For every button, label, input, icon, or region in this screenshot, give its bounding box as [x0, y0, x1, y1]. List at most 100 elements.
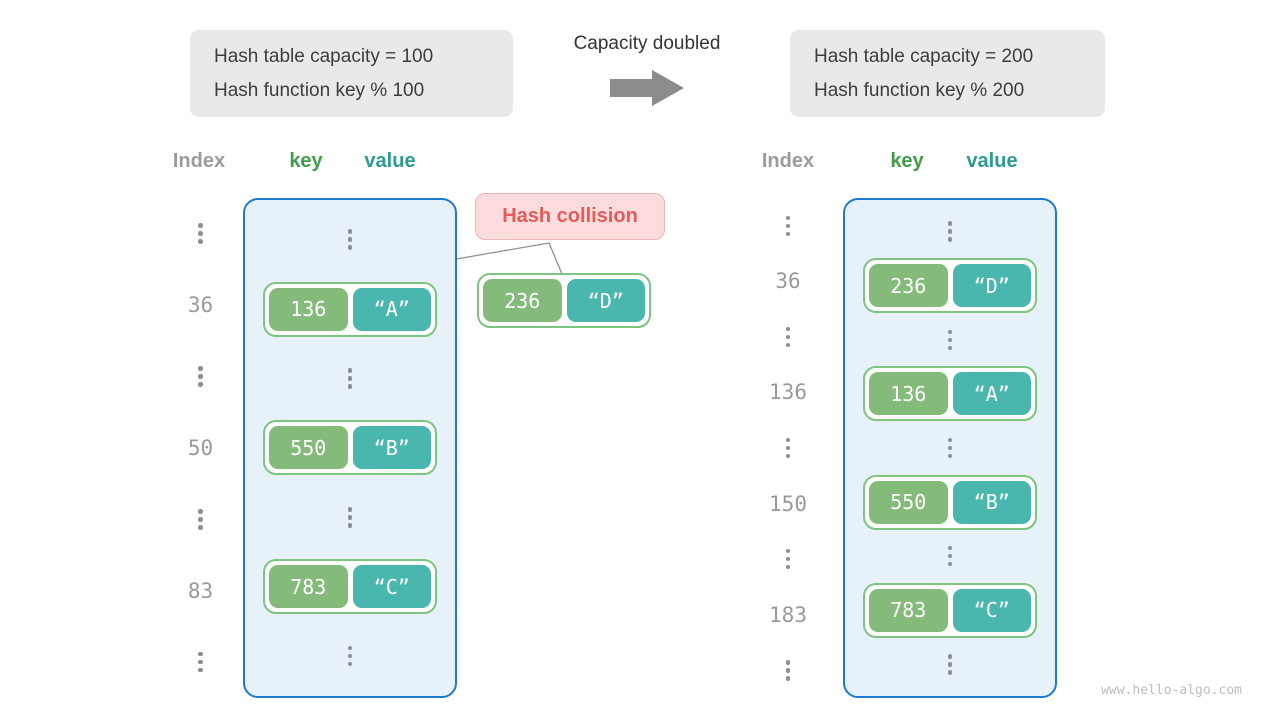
value-box: “D”	[952, 264, 1031, 308]
ellipsis-dots-icon	[198, 509, 203, 530]
header-key: key	[890, 150, 924, 172]
ellipsis-dots-icon	[785, 215, 791, 237]
value-box: “A”	[952, 372, 1031, 416]
ellipsis-dots-icon	[198, 223, 203, 244]
index-value: 36	[775, 269, 801, 294]
value-box: “C”	[952, 588, 1031, 632]
index-slot	[158, 484, 243, 555]
value-box: “B”	[952, 480, 1031, 524]
ellipsis-dots-icon	[347, 507, 353, 528]
bucket-slot: 236 “D”	[845, 258, 1055, 314]
key-box: 550	[869, 480, 948, 524]
index-slot: 136	[741, 365, 835, 421]
key-box: 236	[483, 279, 562, 322]
bucket-slot	[845, 205, 1055, 258]
ellipsis-dots-icon	[785, 326, 791, 348]
note-line: Hash table capacity = 100	[214, 46, 434, 67]
capacity-note-before: Hash table capacity = 100 Hash function …	[190, 30, 513, 117]
index-slot	[741, 531, 835, 587]
index-slot	[158, 341, 243, 412]
index-value: 50	[187, 435, 214, 460]
header-index: Index	[761, 150, 815, 172]
kv-pair: 783 “C”	[863, 582, 1037, 638]
bucket-slot	[245, 622, 455, 691]
kv-pair: 236 “D”	[863, 258, 1037, 314]
header-index: Index	[172, 150, 226, 172]
bucket-slot: 136 “A”	[845, 366, 1055, 422]
right-arrow-icon	[610, 70, 684, 106]
key-box: 550	[269, 426, 348, 470]
key-box: 236	[869, 264, 948, 308]
table-body: 36 50 83 136 “A” 550	[158, 198, 465, 698]
ellipsis-dots-icon	[198, 366, 203, 387]
transition: Capacity doubled	[553, 33, 741, 111]
index-value: 83	[187, 578, 214, 603]
ellipsis-dots-icon	[947, 654, 953, 675]
bucket-slot	[245, 483, 455, 552]
index-slot: 36	[158, 269, 243, 340]
value-box: “B”	[352, 426, 431, 470]
key-box: 783	[869, 588, 948, 632]
bucket-array: 236 “D” 136 “A” 550 “B”	[843, 198, 1057, 698]
transition-label: Capacity doubled	[573, 33, 721, 54]
bucket-slot: 550 “B”	[845, 474, 1055, 530]
bucket-slot: 783 “C”	[845, 582, 1055, 638]
bucket-slot	[845, 313, 1055, 366]
table-body: 36 136 150 183 236 “D”	[741, 198, 1057, 698]
index-slot: 183	[741, 587, 835, 643]
table-header: Index key value	[741, 148, 1057, 198]
hash-table-before: Index key value 36 50 83 136 “A”	[158, 148, 465, 698]
header-value: value	[966, 150, 1018, 172]
bucket-slot	[845, 421, 1055, 474]
key-box: 783	[269, 565, 348, 609]
index-slot	[741, 643, 835, 699]
index-value: 136	[769, 380, 807, 405]
capacity-note-after: Hash table capacity = 200 Hash function …	[790, 30, 1105, 117]
bucket-array: 136 “A” 550 “B” 783 “C”	[243, 198, 457, 698]
index-slot	[741, 309, 835, 365]
header-key: key	[289, 150, 323, 172]
index-slot: 50	[158, 412, 243, 483]
ellipsis-dots-icon	[785, 548, 791, 570]
kv-pair: 550 “B”	[263, 420, 437, 476]
ellipsis-dots-icon	[785, 437, 791, 459]
colliding-kv-pair: 236 “D”	[477, 273, 651, 328]
bucket-slot	[245, 344, 455, 413]
bucket-slot	[845, 530, 1055, 583]
index-value: 36	[187, 293, 214, 318]
ellipsis-dots-icon	[785, 660, 791, 681]
watermark: www.hello-algo.com	[1101, 683, 1242, 698]
note-line: Hash function key % 200	[814, 80, 1025, 101]
ellipsis-dots-icon	[947, 221, 953, 242]
index-slot: 36	[741, 254, 835, 310]
index-value: 150	[769, 491, 807, 516]
note-line: Hash function key % 100	[214, 80, 425, 101]
kv-pair: 783 “C”	[263, 559, 437, 615]
index-slot	[158, 627, 243, 698]
ellipsis-dots-icon	[947, 437, 953, 459]
index-slot	[741, 420, 835, 476]
hash-collision-badge: Hash collision	[475, 193, 665, 240]
value-box: “D”	[566, 279, 645, 322]
note-line: Hash table capacity = 200	[814, 46, 1034, 67]
kv-pair: 136 “A”	[263, 281, 437, 337]
bucket-slot	[245, 205, 455, 274]
index-slot	[158, 198, 243, 269]
index-column: 36 50 83	[158, 198, 243, 698]
hash-table-after: Index key value 36 136 150 183 236	[741, 148, 1057, 698]
key-box: 136	[269, 287, 348, 331]
index-value: 183	[769, 602, 807, 627]
ellipsis-dots-icon	[947, 545, 953, 567]
ellipsis-dots-icon	[347, 368, 353, 389]
ellipsis-dots-icon	[347, 645, 353, 667]
value-box: “C”	[352, 565, 431, 609]
kv-pair: 136 “A”	[863, 366, 1037, 422]
key-box: 136	[869, 372, 948, 416]
bucket-slot: 136 “A”	[245, 274, 455, 343]
ellipsis-dots-icon	[947, 329, 953, 351]
index-slot: 83	[158, 555, 243, 626]
index-column: 36 136 150 183	[741, 198, 835, 698]
ellipsis-dots-icon	[347, 229, 353, 250]
ellipsis-dots-icon	[198, 651, 203, 673]
